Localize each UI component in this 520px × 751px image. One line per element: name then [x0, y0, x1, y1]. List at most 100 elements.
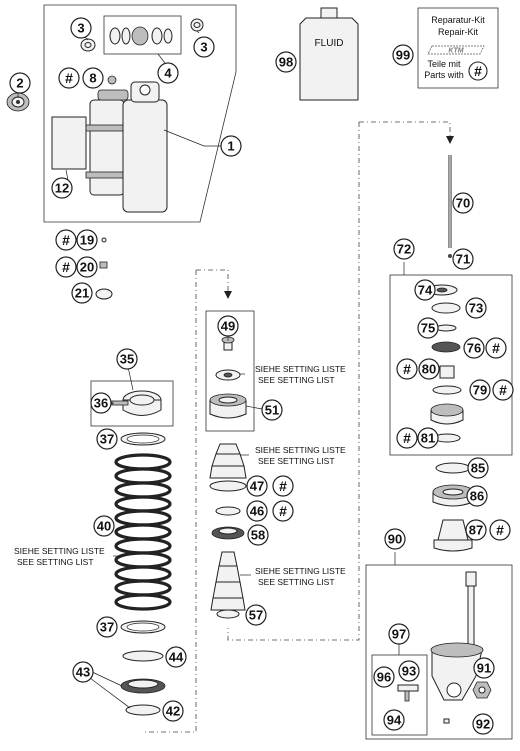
callout-12-circle [51, 177, 73, 199]
callout-3-b: 3 [200, 40, 207, 55]
repair-kit-line4: Parts with [424, 70, 464, 80]
callout-58: 58 [251, 528, 265, 543]
hash-marker-3-circle [55, 256, 77, 278]
callout-2-circle [9, 72, 31, 94]
callout-87: 87 [469, 523, 483, 538]
spring-coil [114, 509, 172, 527]
cap-58 [211, 526, 245, 540]
washer-57 [216, 609, 240, 619]
ring-85 [435, 462, 471, 474]
callout-37-circle [96, 428, 118, 450]
bearing-part [6, 92, 30, 112]
callout-92: 92 [476, 717, 490, 732]
callout-93-circle [398, 660, 420, 682]
callout-97: 97 [392, 627, 406, 642]
callout-93: 93 [402, 664, 416, 679]
svg-text:KTM: KTM [448, 48, 463, 55]
callout-85-circle [467, 457, 489, 479]
repair-kit-line1: Reparatur-Kit [431, 15, 485, 25]
adjuster-nut [111, 390, 162, 416]
callout-72-circle [393, 238, 415, 260]
callout-21: 21 [75, 286, 89, 301]
callout-19: 19 [80, 233, 94, 248]
callout-19-circle [76, 229, 98, 251]
callout-81-circle [417, 427, 439, 449]
repair-kit-line2: Repair-Kit [438, 27, 479, 37]
callout-51-circle [261, 399, 283, 421]
callout-12: 12 [55, 181, 69, 196]
callout-97-circle [388, 623, 410, 645]
hash-marker-2: # [62, 232, 70, 248]
callout-90-circle [384, 528, 406, 550]
callout-46: 46 [250, 504, 264, 519]
callout-79: 79 [473, 383, 487, 398]
callout-71-circle [452, 248, 474, 270]
spring-coil [114, 523, 172, 541]
callout-58-circle [247, 524, 269, 546]
spring-coil [114, 495, 172, 513]
callout-43-circle [72, 661, 94, 683]
nut-91 [472, 681, 492, 699]
hash-marker-10: # [496, 522, 504, 538]
callout-74: 74 [418, 283, 433, 298]
callout-73: 73 [469, 301, 483, 316]
setting-en-1: SEE SETTING LIST [258, 375, 335, 385]
piston-frame [205, 310, 255, 432]
callout-40: 40 [97, 519, 111, 534]
callout-99-circle [392, 44, 414, 66]
callout-51: 51 [265, 403, 279, 418]
piston-rod-needle [448, 155, 452, 258]
callout-99: 99 [396, 48, 410, 63]
route-arrow-1 [224, 291, 232, 299]
repair-kit-box [417, 7, 499, 89]
setting-en-4: SEE SETTING LIST [17, 557, 94, 567]
pin-92 [443, 718, 450, 724]
callout-1: 1 [227, 139, 234, 154]
svg-text:#: # [474, 63, 482, 79]
callout-37-b: 37 [100, 620, 114, 635]
callout-75: 75 [421, 321, 435, 336]
coil-spring [114, 453, 172, 611]
callout-94: 94 [387, 713, 402, 728]
callout-90: 90 [388, 532, 402, 547]
hash-marker-7-circle [396, 358, 418, 380]
leader-43a [89, 670, 123, 687]
callout-1-circle [220, 135, 242, 157]
callout-3-circle [70, 17, 92, 39]
callout-98: 98 [279, 55, 293, 70]
callout-36-circle [90, 392, 112, 414]
leader-4 [157, 53, 166, 64]
callout-70-circle [452, 192, 474, 214]
callout-57-circle [245, 604, 267, 626]
callout-72: 72 [397, 242, 411, 257]
bump-stop-large [210, 551, 246, 611]
callout-35: 35 [120, 352, 134, 367]
callout-layer: 1234812192021353637404243444647495157587… [9, 17, 495, 735]
valve-stack-parts [426, 284, 464, 443]
callout-71: 71 [456, 252, 470, 267]
callout-96-circle [373, 666, 395, 688]
reservoir-frame [365, 564, 513, 740]
leader-3b [196, 30, 200, 34]
shock-clevis [430, 571, 484, 701]
callout-20-circle [76, 256, 98, 278]
callout-8: 8 [89, 71, 96, 86]
bump-stop-small [209, 443, 247, 479]
callout-87-circle [465, 519, 487, 541]
piston-parts [209, 336, 247, 419]
washer-44 [122, 650, 164, 662]
callout-36: 36 [94, 396, 108, 411]
callout-3-b-circle [193, 36, 215, 58]
hash-marker-1: # [65, 70, 73, 86]
callout-70: 70 [456, 196, 470, 211]
callout-73-circle [465, 297, 487, 319]
setting-de-4: SIEHE SETTING LISTE [14, 546, 105, 556]
repair-kit-hash-badge: # [468, 61, 488, 81]
callout-80-circle [418, 358, 440, 380]
cap-21 [95, 288, 113, 300]
callout-47-circle [246, 475, 268, 497]
callout-57: 57 [249, 608, 263, 623]
hash-marker-3: # [62, 259, 70, 275]
ring-47 [209, 480, 247, 492]
